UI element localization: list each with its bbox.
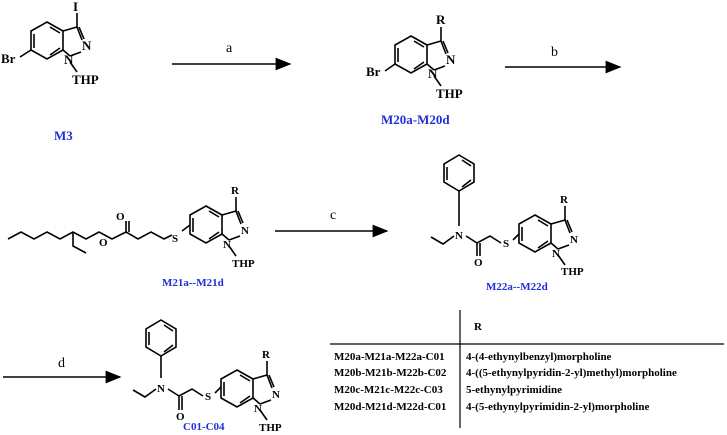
n-label: N bbox=[223, 239, 231, 251]
n-label: N bbox=[64, 52, 74, 67]
thp-label: THP bbox=[561, 266, 584, 278]
n-label: N bbox=[455, 230, 463, 242]
s-label: S bbox=[172, 233, 178, 245]
n-label: N bbox=[570, 234, 578, 246]
thp-label: THP bbox=[232, 258, 255, 270]
molecule-m20: R N N Br THP bbox=[366, 12, 463, 101]
table-row: M20c-M21c-M22c-C03 5-ethynylpyrimidine bbox=[334, 384, 562, 396]
iodo-label: I bbox=[73, 0, 78, 14]
br-label: Br bbox=[1, 51, 16, 66]
n-label: N bbox=[82, 38, 92, 53]
s-label: S bbox=[205, 391, 211, 403]
step-label-b: b bbox=[551, 45, 558, 60]
o-label: O bbox=[474, 257, 483, 269]
thp-label: THP bbox=[436, 86, 463, 101]
r-label: R bbox=[262, 349, 271, 361]
o-label: O bbox=[176, 411, 185, 423]
table-header-r: R bbox=[474, 321, 483, 333]
n-label: N bbox=[254, 403, 262, 415]
table-cell-id: M20c-M21c-M22c-C03 bbox=[334, 384, 443, 396]
molecule-c01-c04: N O S R N N THP bbox=[132, 319, 282, 434]
thp-label: THP bbox=[259, 422, 282, 434]
r-label: R bbox=[560, 194, 569, 206]
compound-id-c: C01-C04 bbox=[183, 421, 225, 433]
table-row: M20d-M21d-M22d-C01 4-(5-ethynylpyrimidin… bbox=[334, 401, 649, 413]
table-row: M20a-M21a-M22a-C01 4-(4-ethynylbenzyl)mo… bbox=[334, 351, 612, 363]
o-label: O bbox=[99, 237, 108, 249]
molecule-m22: N O S R N N THP bbox=[430, 154, 584, 278]
compound-id-m21: M21a--M21d bbox=[162, 277, 224, 289]
thp-label: THP bbox=[72, 72, 99, 87]
br-label: Br bbox=[366, 64, 381, 79]
n-label: N bbox=[272, 389, 280, 401]
compound-id-m20: M20a-M20d bbox=[381, 112, 450, 127]
n-label: N bbox=[552, 248, 560, 260]
table-cell-id: M20b-M21b-M22b-C02 bbox=[334, 367, 447, 379]
compound-id-m22: M22a--M22d bbox=[486, 281, 548, 293]
step-label-a: a bbox=[226, 41, 233, 56]
n-label: N bbox=[157, 383, 165, 395]
step-label-c: c bbox=[330, 208, 336, 223]
step-label-d: d bbox=[58, 356, 65, 371]
molecule-m3: I N N Br THP bbox=[1, 0, 99, 87]
table-cell-id: M20d-M21d-M22d-C01 bbox=[334, 401, 446, 413]
table-row: M20b-M21b-M22b-C02 4-((5-ethynylpyridin-… bbox=[334, 367, 677, 379]
n-label: N bbox=[428, 66, 438, 81]
n-label: N bbox=[241, 225, 249, 237]
compound-id-m3: M3 bbox=[54, 128, 73, 143]
table-cell-id: M20a-M21a-M22a-C01 bbox=[334, 351, 445, 363]
s-label: S bbox=[503, 238, 509, 250]
n-label: N bbox=[446, 52, 456, 67]
table-cell-r: 4-(5-ethynylpyrimidin-2-yl)morpholine bbox=[466, 401, 649, 413]
table-cell-r: 4-((5-ethynylpyridin-2-yl)methyl)morphol… bbox=[466, 367, 677, 379]
r-label: R bbox=[231, 185, 240, 197]
substituent-table: R M20a-M21a-M22a-C01 4-(4-ethynylbenzyl)… bbox=[330, 310, 724, 428]
molecule-m21: O O S R N N THP bbox=[7, 185, 255, 270]
r-label: R bbox=[436, 12, 446, 27]
table-cell-r: 4-(4-ethynylbenzyl)morpholine bbox=[466, 351, 612, 363]
table-cell-r: 5-ethynylpyrimidine bbox=[466, 384, 562, 396]
o-label: O bbox=[116, 211, 125, 223]
